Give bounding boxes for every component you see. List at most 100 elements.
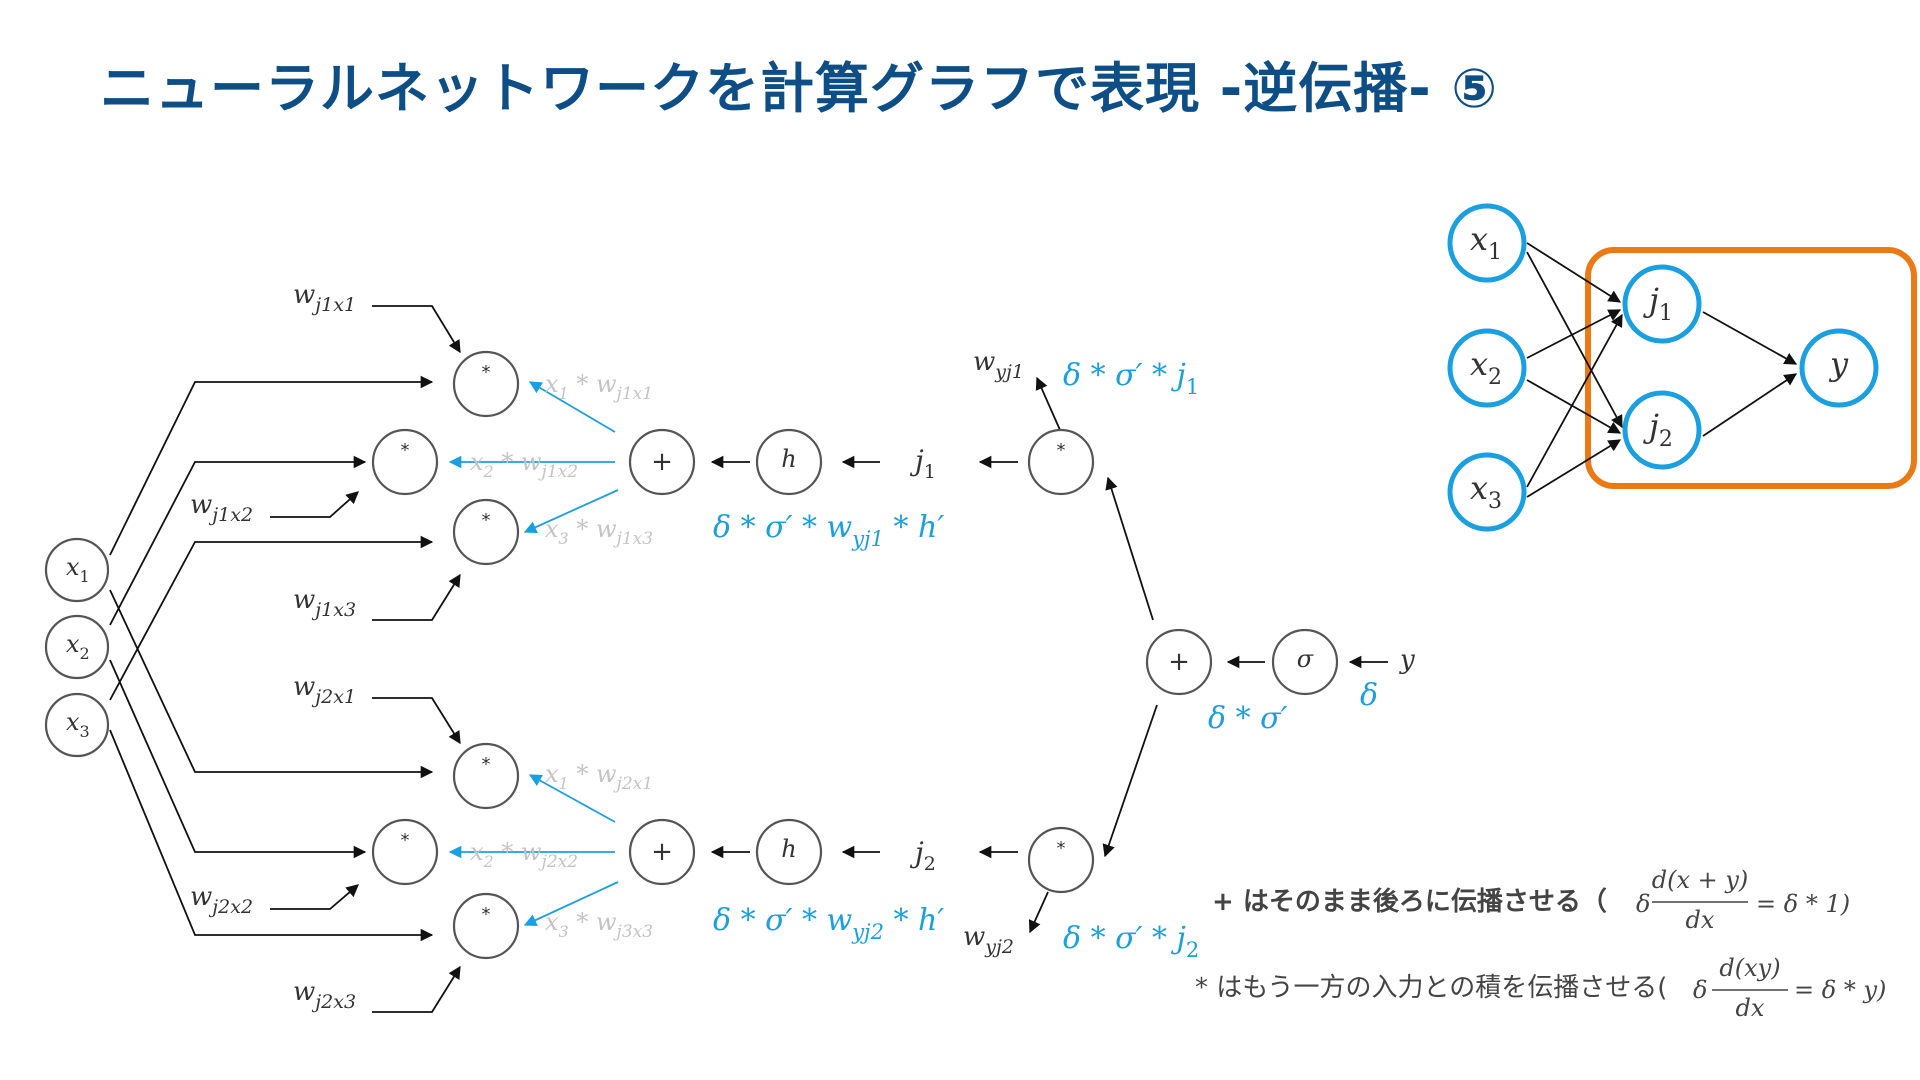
product-x3-wj1x3: x3 * wj1x3 <box>545 515 653 549</box>
sym-mul-j2x3: * <box>482 904 491 925</box>
grad-h1: δ * σ′ * wyj1 * h′ <box>713 510 944 551</box>
highlight-box <box>1585 247 1917 489</box>
weight-labels: wj1x1 wj1x2 wj1x3 wj2x1 wj2x2 wj2x3 <box>190 280 356 1013</box>
sym-mul-wyj2: * <box>1057 838 1066 859</box>
edge-mul-wyj2 <box>1028 891 1049 934</box>
node-mul-j2x3 <box>452 892 520 960</box>
label-x3: x3 <box>66 708 90 741</box>
mini-edge-j1-y <box>1702 311 1798 365</box>
mini-node-x2 <box>1447 328 1527 408</box>
operation-nodes <box>371 350 1339 960</box>
mini-node-x3 <box>1447 452 1527 532</box>
rule-notes: + はそのまま後ろに伝播させる（ δ d(x + y) dx = δ * 1) … <box>1195 866 1886 1022</box>
product-x2-wj2x2: x2 * wj2x2 <box>470 838 578 872</box>
blue-edge-add1-mul1 <box>528 381 616 433</box>
mini-edge-x3-j1 <box>1526 313 1623 488</box>
note-plus-num: d(x + y) <box>1652 866 1749 894</box>
page-title: ニューラルネットワークを計算グラフで表現 -逆伝播- ⑤ <box>100 57 1499 120</box>
label-wyj1: wyj1 <box>973 347 1024 383</box>
node-x3 <box>44 692 110 758</box>
node-mul-wyj2 <box>1027 826 1095 894</box>
label-y-input: y <box>1399 645 1415 675</box>
node-mul-j2x1 <box>452 742 520 810</box>
edge-w-j2x2 <box>270 884 359 910</box>
node-mul-j2x2 <box>371 818 439 886</box>
sym-add-j2: + <box>651 837 673 867</box>
node-h-j1 <box>755 428 823 496</box>
mini-edge-x2-j1 <box>1526 309 1622 359</box>
mini-network: x1 x2 x3 j1 j2 y <box>1447 203 1917 532</box>
node-x1 <box>44 537 110 603</box>
node-mul-j1x3 <box>452 498 520 566</box>
blue-edge-add2-mul3 <box>523 881 619 926</box>
node-mul-j1x1 <box>452 350 520 418</box>
edge-add-mul-bottom <box>1102 704 1158 858</box>
mini-edge-j2-y <box>1702 373 1798 437</box>
node-add-j2 <box>628 818 696 886</box>
label-w-j1x3: wj1x3 <box>293 585 356 621</box>
mini-node-j1 <box>1622 264 1702 344</box>
mini-label-x1: x1 <box>1470 220 1502 265</box>
edge-x1-mul1-j2 <box>109 589 434 779</box>
backward-edges <box>448 381 619 926</box>
mini-node-x1 <box>1447 203 1527 283</box>
edge-mul-wyj1 <box>1035 376 1061 431</box>
edge-w-j1x3 <box>372 573 461 621</box>
node-mul-wyj1 <box>1027 428 1095 496</box>
label-x2: x2 <box>66 630 90 663</box>
sym-add-output: + <box>1168 647 1190 677</box>
note-mul-num: d(xy) <box>1719 954 1780 982</box>
label-wyj2: wyj2 <box>963 922 1014 958</box>
mini-label-y: y <box>1828 345 1849 383</box>
gradient-labels: δ * σ′ * j1 δ * σ′ * j2 δ * σ′ * wyj1 * … <box>713 358 1378 962</box>
edge-w-j2x3 <box>372 965 461 1013</box>
sym-mul-j1x3: * <box>482 510 491 531</box>
product-x1-wj2x1: x1 * wj2x1 <box>545 760 653 794</box>
note-mul-den: dx <box>1736 994 1765 1022</box>
chain-labels: j1 j2 wyj1 wyj2 <box>909 347 1024 958</box>
node-add-j1 <box>628 428 696 496</box>
note-plus-den: dx <box>1686 906 1715 934</box>
node-x2 <box>44 614 110 680</box>
note-mul-rhs: = δ * y) <box>1794 976 1886 1004</box>
forward-edges <box>109 305 1388 1013</box>
product-x2-wj1x2: x2 * wj1x2 <box>470 448 578 482</box>
product-x3-wj3x3: x3 * wj3x3 <box>545 908 653 942</box>
edge-add-mul-top <box>1105 476 1154 621</box>
note-plus-delta: δ <box>1636 890 1650 918</box>
note-plus-rhs: = δ * 1) <box>1756 890 1850 918</box>
mini-edge-x1-j2 <box>1526 251 1623 429</box>
sym-add-j1: + <box>651 447 673 477</box>
grad-j1: δ * σ′ * j1 <box>1063 358 1199 399</box>
input-labels: x1 x2 x3 <box>66 553 90 741</box>
sym-h-j1: h <box>781 445 796 473</box>
label-j1: j1 <box>909 444 936 483</box>
note-mul-delta: δ <box>1693 976 1707 1004</box>
label-w-j2x2: wj2x2 <box>190 882 253 918</box>
input-nodes <box>44 537 110 758</box>
product-labels: x1 * wj1x1 x2 * wj1x2 x3 * wj1x3 x1 * wj… <box>470 370 653 942</box>
mini-node-y <box>1799 328 1879 408</box>
node-mul-j1x2 <box>371 428 439 496</box>
grad-delta: δ <box>1360 678 1378 713</box>
label-w-j1x2: wj1x2 <box>190 490 253 526</box>
label-j2: j2 <box>909 836 936 875</box>
sym-mul-j1x1: * <box>482 362 491 383</box>
mini-edge-x2-j2 <box>1526 379 1622 434</box>
sym-mul-wyj1: * <box>1057 440 1066 461</box>
grad-h2: δ * σ′ * wyj2 * h′ <box>713 903 944 944</box>
edge-w-j1x1 <box>372 305 461 354</box>
sym-mul-j2x2: * <box>401 830 410 851</box>
product-x1-wj1x1: x1 * wj1x1 <box>545 370 653 404</box>
label-x1: x1 <box>66 553 90 586</box>
sym-h-j2: h <box>781 835 796 863</box>
note-plus-text: + はそのまま後ろに伝播させる（ <box>1212 886 1607 917</box>
edge-x1-mul1-j1 <box>109 375 434 556</box>
edge-x3-mul3-j2 <box>109 729 434 942</box>
node-add-output <box>1145 628 1213 696</box>
edge-x2-mul2-j2 <box>109 659 367 859</box>
edge-w-j2x1 <box>372 697 461 745</box>
sym-sigma: σ <box>1297 645 1314 673</box>
grad-sigma: δ * σ′ <box>1208 701 1288 736</box>
